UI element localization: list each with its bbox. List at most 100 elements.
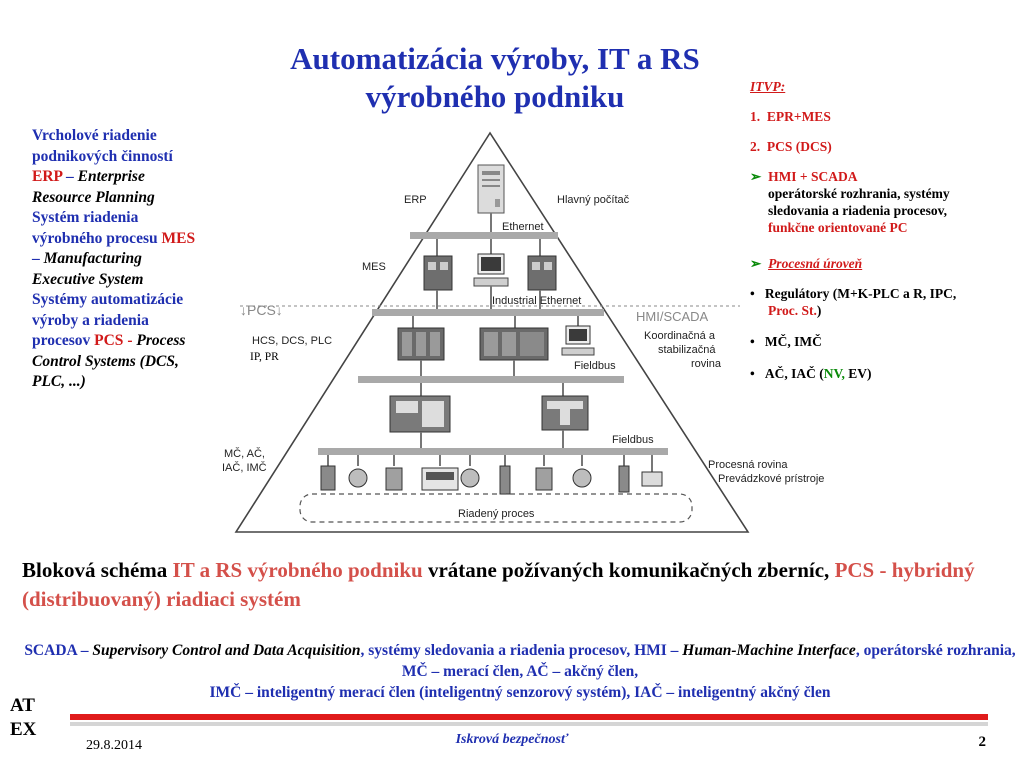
coord-label-2: stabilizačná <box>658 344 716 356</box>
mes-full: Manufacturing Executive System <box>32 250 144 288</box>
erp-label: ERP <box>404 194 427 206</box>
pcs-text: Systémy automatizácie výroby a riadenia … <box>32 291 184 349</box>
hmi-desc-3: funkčne orientované PC <box>768 220 908 235</box>
hmi-scada-label: HMI/SCADA <box>636 309 709 324</box>
arrow-bullet-icon: ➢ <box>750 169 762 184</box>
industrial-ethernet-bus <box>372 309 604 316</box>
pcs-abbr: PCS <box>94 332 124 349</box>
proc-st-text: Proc. St. <box>768 303 817 318</box>
bullet-icon: • <box>750 366 755 381</box>
mes-workstation-icon <box>473 253 509 287</box>
atex-line-2: EX <box>10 719 37 740</box>
item-1-label: EPR+MES <box>766 109 831 124</box>
atex-logo: AT EX <box>10 694 36 742</box>
diagram-caption: Bloková schéma IT a RS výrobného podniku… <box>22 556 1022 614</box>
coord-label-3: rovina <box>691 358 722 370</box>
itvp-heading: ITVP: <box>750 79 786 94</box>
bullet-icon: • <box>750 286 755 301</box>
caption-text-b: IT a RS výrobného podniku <box>172 558 423 582</box>
field-devices <box>320 455 663 495</box>
item-number-1: 1. <box>750 109 761 124</box>
main-computer-icon <box>477 164 505 214</box>
mes-cabinet-icon <box>527 255 557 291</box>
mes-description: Systém riadenia výrobného procesu MES – … <box>32 208 204 290</box>
field-devices-label: Prevádzkové prístroje <box>718 473 824 485</box>
caption-text-d: PCS - hybridný (distribuovaný) riadiaci … <box>22 558 975 611</box>
pyramid-outline <box>234 131 750 533</box>
mc-ac-label-1: MČ, AČ, <box>224 447 265 460</box>
ip-pr-label: IP, PR <box>250 351 279 363</box>
fieldbus-1-label: Fieldbus <box>574 360 616 372</box>
note-a: SCADA – <box>24 642 93 659</box>
note-d: Human-Machine Interface <box>682 642 856 659</box>
mes-cabinet-icon <box>423 255 453 291</box>
item-number-2: 2. <box>750 139 761 154</box>
note-c: , systémy sledovania a riadenia procesov… <box>360 642 683 659</box>
process-level-label: Procesná úroveň <box>768 256 863 271</box>
ac-item: • AČ, IAČ (NV, EV) <box>750 365 872 382</box>
regulators-text: Regulátory (M+K-PLC a R, IPC, <box>764 286 957 301</box>
caption-text-c: vrátane požívaných komunikačných zberníc… <box>422 558 835 582</box>
mc-ac-label-2: IAČ, IMČ <box>222 461 267 474</box>
ethernet-label: Ethernet <box>502 221 544 233</box>
main-computer-label: Hlavný počítač <box>557 194 630 206</box>
controller-unit-icon <box>541 395 589 431</box>
process-plane-label: Procesná rovina <box>708 459 788 471</box>
sensor-icon <box>618 465 630 493</box>
note-e: , operátorské rozhrania, MČ – merací čle… <box>401 642 1016 680</box>
pump-icon <box>572 468 592 488</box>
fieldbus-2-label: Fieldbus <box>612 434 654 446</box>
left-description: Vrcholové riadenie podnikových činností … <box>32 126 204 393</box>
erp-text: Vrcholové riadenie podnikových činností <box>32 127 173 165</box>
fieldbus-2 <box>318 448 668 455</box>
ac-ev: EV) <box>844 366 872 381</box>
pump-icon <box>460 468 480 488</box>
hmi-scada-item: ➢ HMI + SCADA <box>750 168 858 185</box>
hcs-label: HCS, DCS, PLC <box>252 335 332 347</box>
valve-icon <box>535 467 553 491</box>
caption-text-a: Bloková schéma <box>22 558 173 582</box>
note-f: IMČ – inteligentný merací člen (intelige… <box>209 684 831 701</box>
controller-unit-icon <box>389 395 451 433</box>
fieldbus-1 <box>358 376 624 383</box>
controlled-process-box <box>299 493 693 523</box>
title-line-2: výrobného podniku <box>365 79 625 114</box>
hmi-desc-1: operátorské rozhrania, systémy <box>768 186 950 201</box>
erp-abbr: ERP <box>32 168 63 185</box>
note-b: Supervisory Control and Data Acquisition <box>92 642 361 659</box>
mc-item: • MČ, IMČ <box>750 333 822 350</box>
mes-dash: – <box>32 250 40 267</box>
regulators-text-2: Proc. St.) <box>768 302 821 319</box>
bullet-icon: • <box>750 334 755 349</box>
page-number: 2 <box>978 734 987 750</box>
erp-full: Enterprise Resource Planning <box>32 168 155 206</box>
process-level-item: ➢ Procesná úroveň <box>750 255 862 272</box>
footer-red-bar <box>70 714 988 720</box>
mes-text: Systém riadenia výrobného procesu <box>32 209 162 247</box>
ac-text: AČ, IAČ ( <box>764 366 824 381</box>
page-title: Automatizácia výroby, IT a RS výrobného … <box>230 40 760 116</box>
sensor-icon <box>499 465 511 495</box>
footer-gray-bar <box>70 722 988 726</box>
mes-label: MES <box>362 261 386 273</box>
title-line-1: Automatizácia výroby, IT a RS <box>290 41 700 76</box>
plc-rack-icon <box>397 327 445 361</box>
atex-line-1: AT <box>10 695 35 716</box>
pcs-description: Systémy automatizácie výroby a riadenia … <box>32 290 204 393</box>
pump-icon <box>348 468 368 488</box>
pcs-dash: - <box>123 332 133 349</box>
erp-dash: – <box>62 168 74 185</box>
abbreviations-note: SCADA – Supervisory Control and Data Acq… <box>20 640 1020 703</box>
valve-icon <box>385 467 403 491</box>
ethernet-bus <box>410 232 558 239</box>
mes-abbr: MES <box>161 229 196 247</box>
itvp-item-1: 1. EPR+MES <box>750 108 831 125</box>
hmi-workstation-icon <box>561 325 595 356</box>
hmi-desc-2: sledovania a riadenia procesov, <box>768 203 948 218</box>
hmi-label: HMI + SCADA <box>768 169 858 184</box>
mc-text: MČ, IMČ <box>764 334 822 349</box>
sensor-icon <box>320 465 336 491</box>
pcs-label: ↓PCS↓ <box>240 302 283 318</box>
controlled-process-label: Riadený proces <box>458 508 535 520</box>
